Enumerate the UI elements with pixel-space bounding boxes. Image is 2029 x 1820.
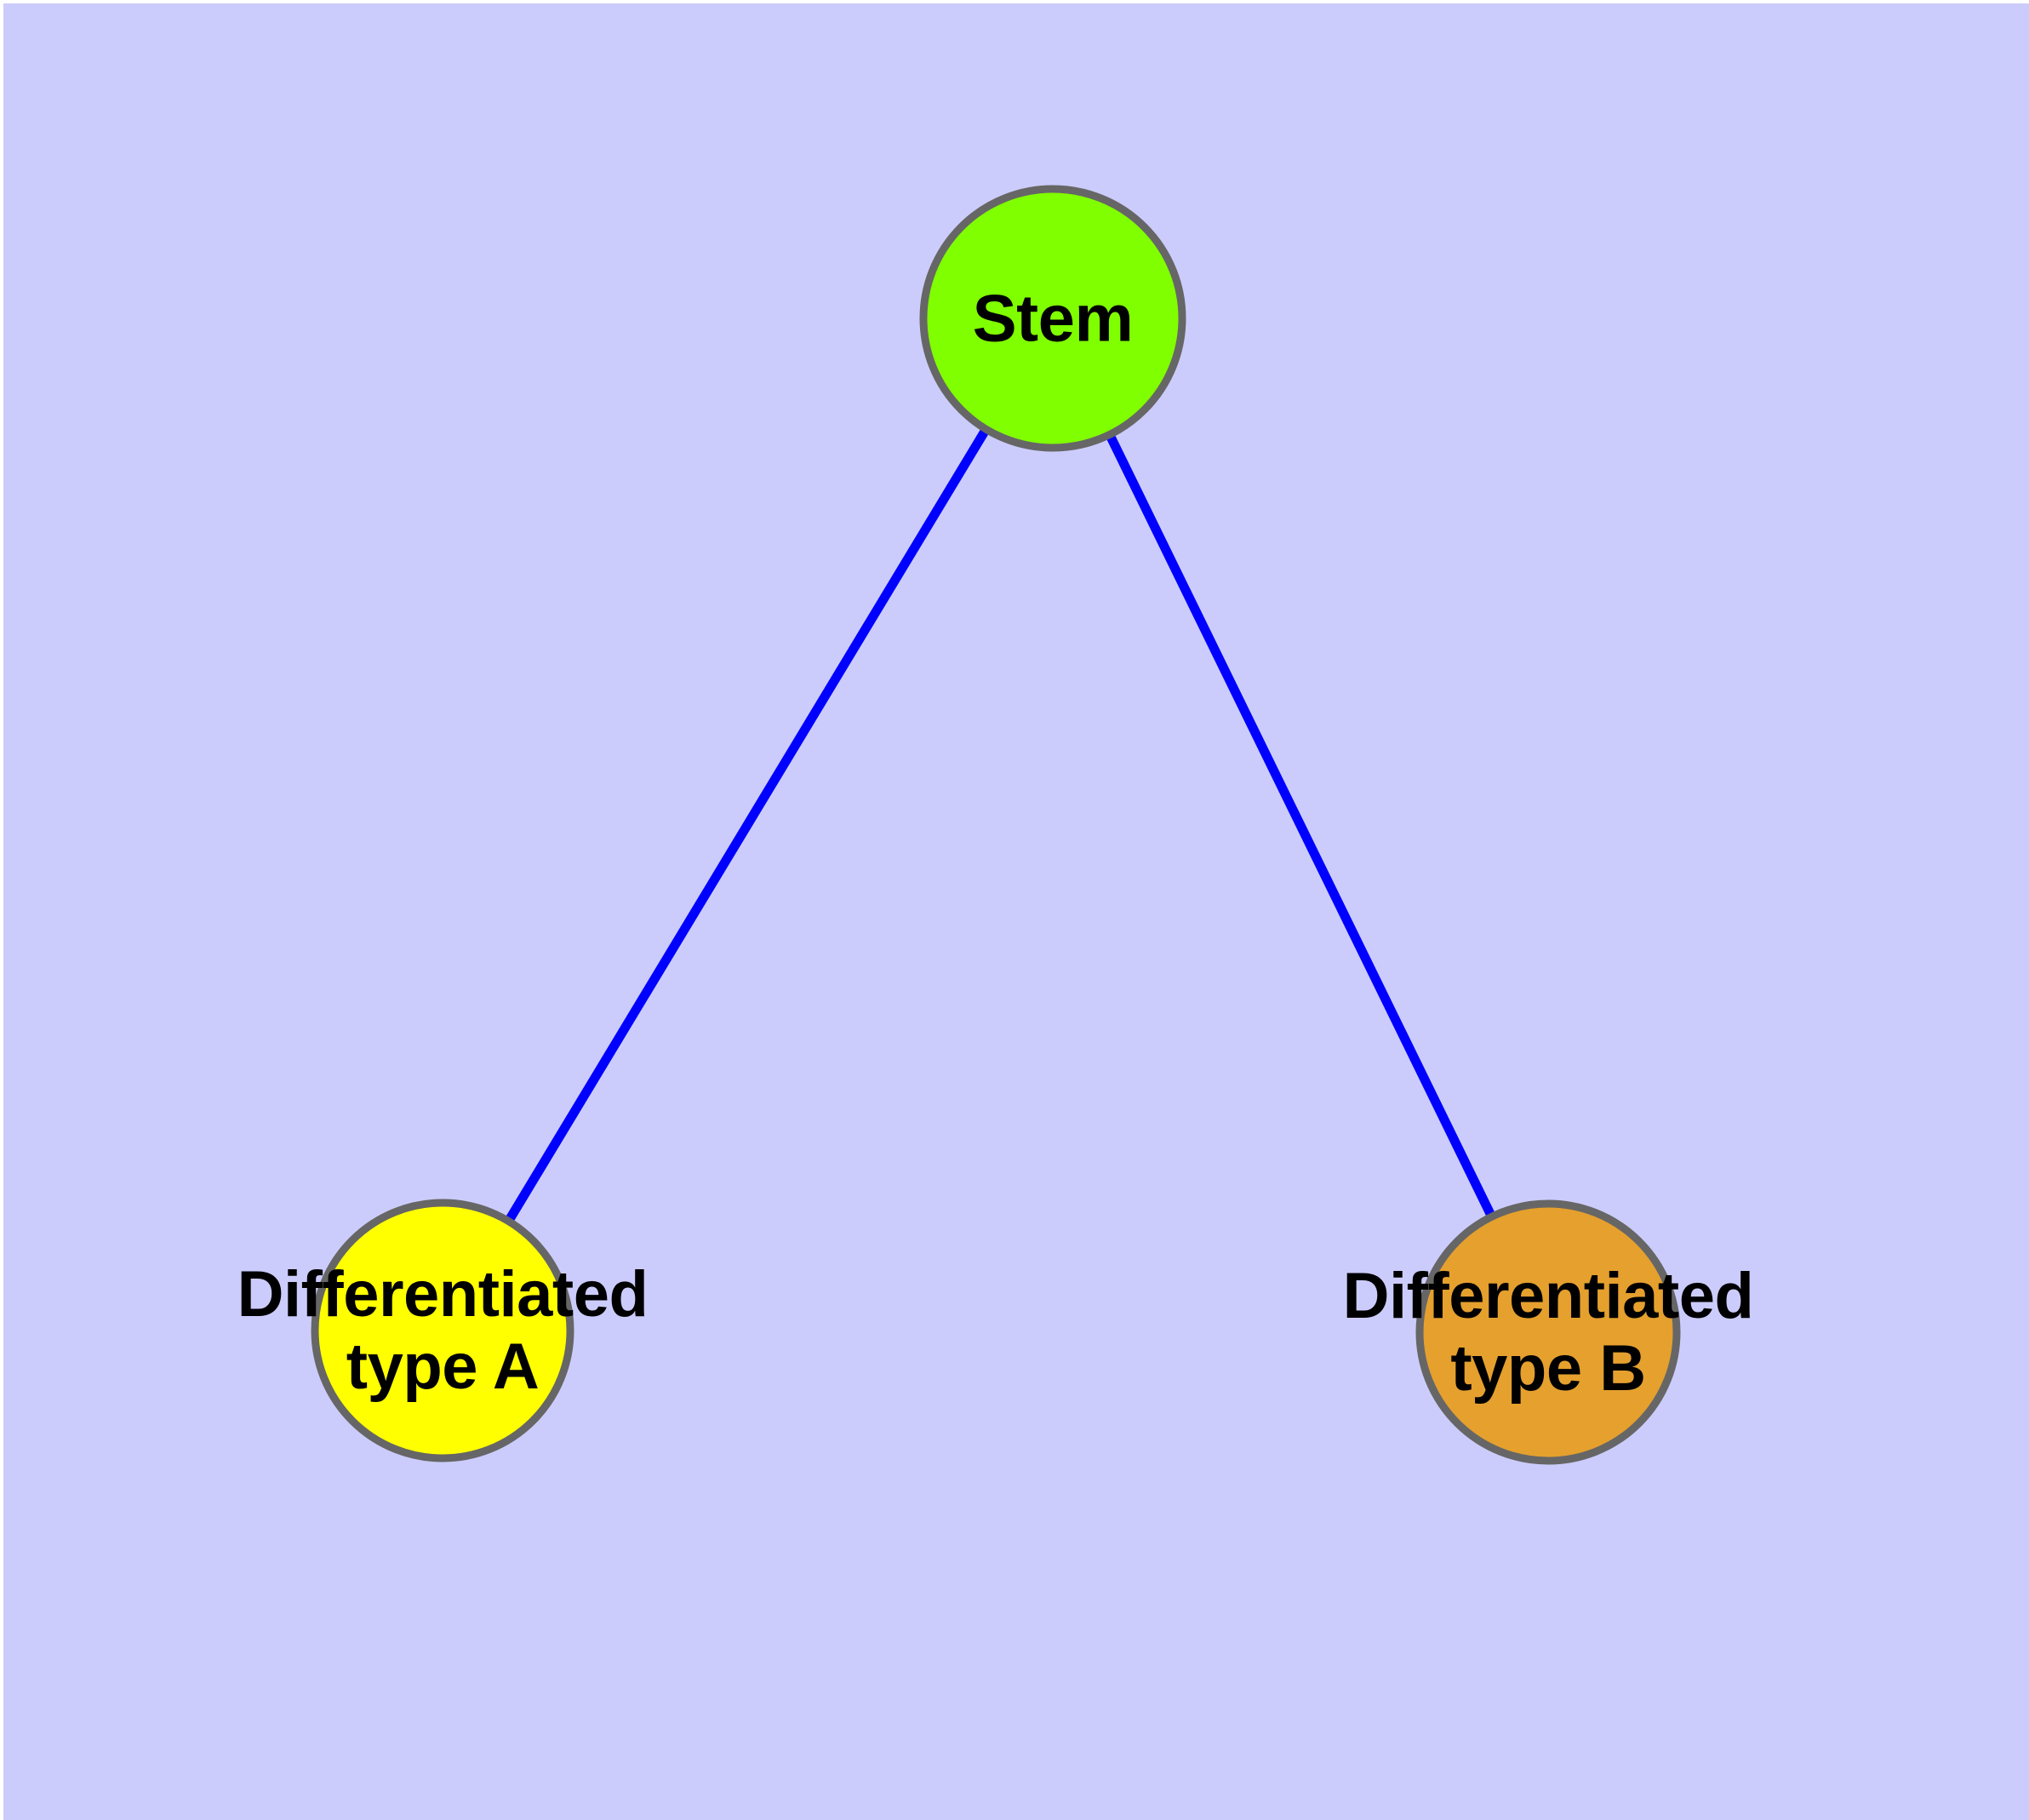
node-circle-type-a[interactable] bbox=[311, 1199, 574, 1462]
node-layer bbox=[311, 185, 1681, 1465]
node-circle-stem[interactable] bbox=[919, 185, 1186, 452]
edge-layer bbox=[503, 425, 1497, 1226]
edge-stem-to-type-a[interactable] bbox=[503, 425, 992, 1226]
edge-stem-to-type-b[interactable] bbox=[1104, 431, 1497, 1221]
node-circle-type-b[interactable] bbox=[1415, 1199, 1681, 1465]
